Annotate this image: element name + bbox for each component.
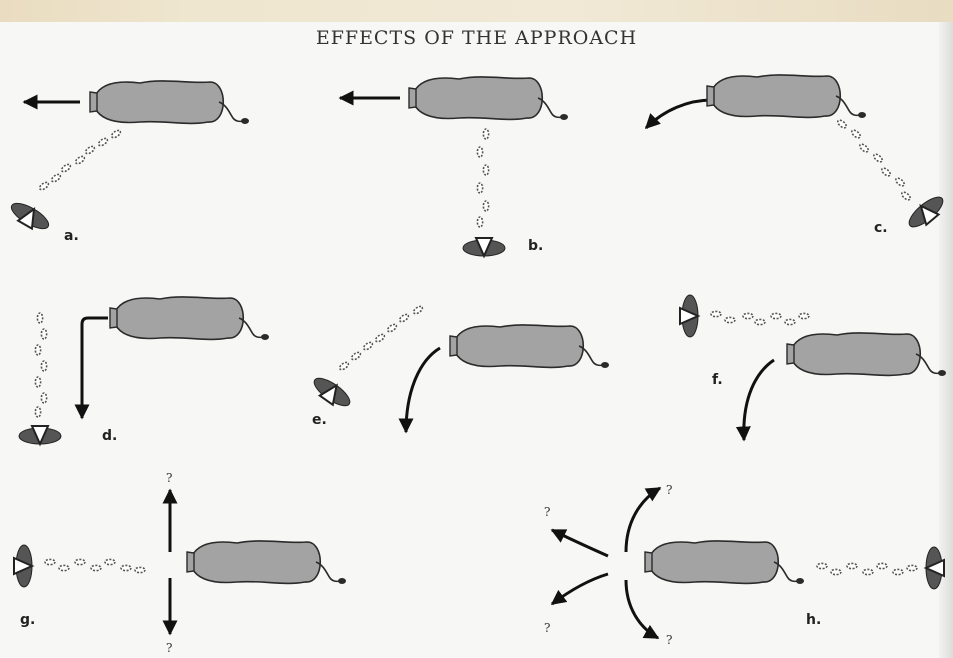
- question-mark-downleft-h: ?: [544, 621, 550, 635]
- animal-f: [787, 333, 946, 376]
- direction-arrow-d: [82, 318, 108, 418]
- panel-d: d.: [19, 297, 269, 444]
- panel-h: ? ? ? ? h.: [544, 483, 944, 647]
- footprints-c: [836, 119, 911, 201]
- animal-d: [110, 297, 269, 340]
- direction-arrow-e: [406, 348, 440, 432]
- panel-label-c: c.: [874, 220, 888, 236]
- arrow-upright-h: [626, 488, 660, 552]
- question-mark-upright-h: ?: [666, 483, 672, 497]
- question-mark-down-g: ?: [166, 641, 172, 655]
- panel-label-h: h.: [806, 612, 821, 628]
- direction-arrow-f: [744, 360, 774, 440]
- footprints-d: [35, 313, 46, 417]
- panel-a: a.: [7, 81, 249, 244]
- animal-h: [645, 541, 804, 584]
- panel-label-d: d.: [102, 428, 117, 444]
- question-mark-downright-h: ?: [666, 633, 672, 647]
- animal-g: [187, 541, 346, 584]
- panel-label-b: b.: [528, 238, 543, 254]
- footprints-h: [817, 563, 917, 574]
- handler-h: [926, 547, 944, 589]
- panel-c: c.: [646, 75, 949, 236]
- animal-a: [90, 81, 249, 124]
- direction-arrow-c: [646, 100, 712, 128]
- footprints-g: [45, 559, 145, 572]
- panel-b: b.: [340, 77, 568, 256]
- handler-c: [905, 192, 949, 233]
- animal-e: [450, 325, 609, 368]
- arrow-downleft-h: [552, 574, 608, 604]
- handler-f: [680, 295, 698, 337]
- handler-e: [309, 373, 354, 412]
- panel-label-g: g.: [20, 612, 35, 628]
- footprints-a: [38, 129, 121, 191]
- animal-c: [707, 75, 866, 118]
- arrow-upleft-h: [552, 530, 608, 556]
- footprints-b: [477, 129, 488, 227]
- panel-e: e.: [309, 305, 609, 432]
- panel-label-e: e.: [312, 412, 327, 428]
- panel-g: ? ? g.: [14, 471, 346, 655]
- panel-label-a: a.: [64, 228, 79, 244]
- question-mark-up-g: ?: [166, 471, 172, 485]
- footprints-f: [711, 311, 809, 324]
- panel-f: f.: [680, 295, 946, 440]
- arrow-downright-h: [626, 580, 658, 638]
- footprints-e: [338, 305, 423, 371]
- panel-label-f: f.: [712, 372, 723, 388]
- question-mark-upleft-h: ?: [544, 505, 550, 519]
- handler-b: [463, 238, 505, 256]
- handler-d: [19, 426, 61, 444]
- animal-b: [409, 77, 568, 120]
- handler-g: [14, 545, 32, 587]
- handler-a: [7, 199, 52, 236]
